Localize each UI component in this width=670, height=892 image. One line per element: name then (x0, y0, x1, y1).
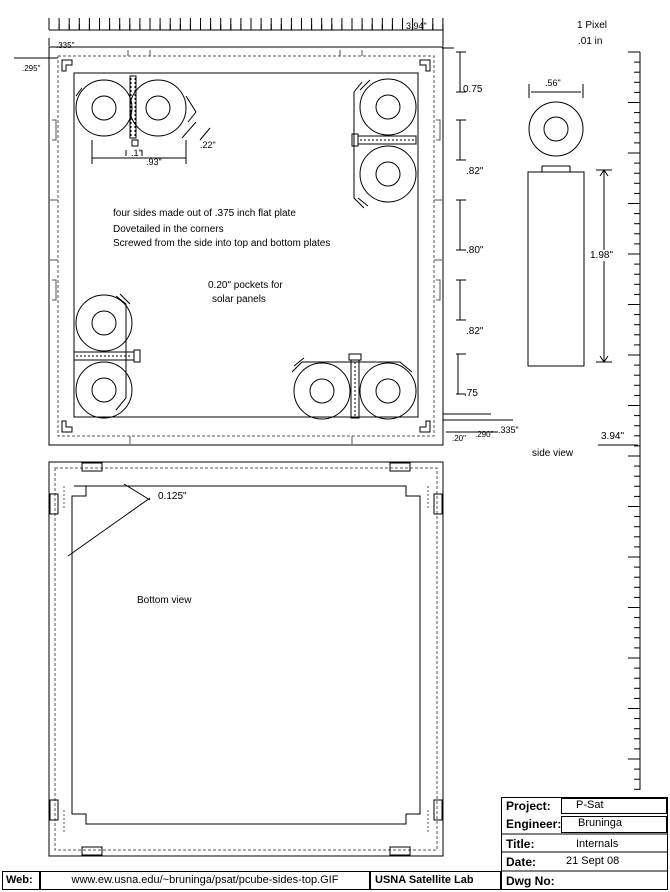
side-view-label: side view (532, 448, 574, 459)
dim-spacing-075-top: 0.75 (463, 84, 483, 95)
dim-spacing-082-a: .82" (466, 166, 484, 177)
dim-spacing-082-b: .82" (466, 326, 484, 337)
footer-url[interactable]: www.ew.usna.edu/~bruninga/psat/pcube-sid… (40, 871, 370, 890)
side-part-diameter: .56" (545, 78, 561, 88)
title-label: Title: (506, 837, 535, 851)
dim-bottom-020: .20" (452, 434, 466, 443)
note-pockets-1: 0.20" pockets for (208, 280, 283, 291)
project-value: P-Sat (561, 798, 667, 814)
title-value: Internals (576, 838, 619, 850)
side-view-part (527, 84, 638, 446)
note-line3: Screwed from the side into top and botto… (113, 238, 331, 249)
roller-group-top-left (75, 75, 211, 164)
dim-spacing-075-bottom: .75 (464, 388, 478, 399)
dim-spacing-080: .80" (466, 245, 484, 256)
side-part-height: 1.98" (590, 250, 614, 261)
top-view-frame (48, 46, 444, 446)
footer-lab: USNA Satellite Lab (370, 871, 501, 890)
roller-group-bottom-left (73, 293, 141, 419)
dim-width-394: 3.94" (406, 21, 427, 31)
engineer-value: Bruninga (561, 816, 667, 833)
project-label: Project: (506, 799, 551, 813)
dim-offset-335-top: .335" (56, 41, 75, 50)
dim-bottom-view-0125: 0.125" (158, 491, 187, 502)
note-line1: four sides made out of .375 inch flat pl… (113, 208, 296, 219)
dim-roller-93: .93" (146, 157, 162, 167)
scale-note-line2: .01 in (578, 36, 603, 47)
dwg-label: Dwg No: (506, 874, 555, 888)
dim-small-1: .1" (131, 148, 142, 158)
bottom-view-label: Bottom view (137, 595, 192, 606)
top-dimension-lines (14, 30, 513, 433)
top-ruler (48, 18, 444, 31)
dim-right-394: 3.94" (601, 431, 625, 442)
dim-gap-22: .22" (200, 140, 216, 150)
scale-note-line1: 1 Pixel (577, 20, 608, 31)
engineer-label: Engineer: (506, 817, 562, 831)
roller-group-top-right (351, 78, 417, 209)
footer-web-label: Web: (2, 871, 40, 890)
note-pockets-2: solar panels (212, 294, 266, 305)
date-value: 21 Sept 08 (566, 855, 620, 867)
note-line2: Dovetailed in the corners (113, 224, 224, 235)
dim-bottom-290: .290" (475, 430, 494, 439)
dim-offset-295: .295" (22, 64, 41, 73)
title-block (501, 797, 668, 890)
right-ruler (628, 51, 641, 790)
roller-group-bottom-right (291, 353, 417, 420)
dim-bottom-335: .335" (498, 425, 519, 435)
date-label: Date: (506, 855, 537, 869)
bottom-view-frame (48, 461, 444, 857)
